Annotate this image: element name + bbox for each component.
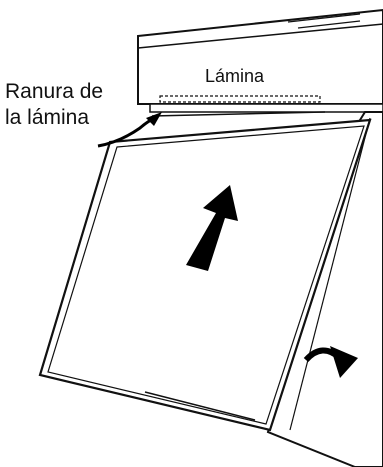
slot-label-line1: Ranura de xyxy=(5,80,103,103)
sheet-panel xyxy=(38,118,372,432)
curved-arrow-icon xyxy=(303,346,358,378)
slot-label-line2: la lámina xyxy=(5,106,89,129)
sheet-label: Lámina xyxy=(205,66,265,86)
callout-arrow xyxy=(97,112,162,148)
slot-opening xyxy=(159,95,321,103)
sheet-housing xyxy=(137,8,383,113)
up-arrow-icon xyxy=(186,185,238,271)
